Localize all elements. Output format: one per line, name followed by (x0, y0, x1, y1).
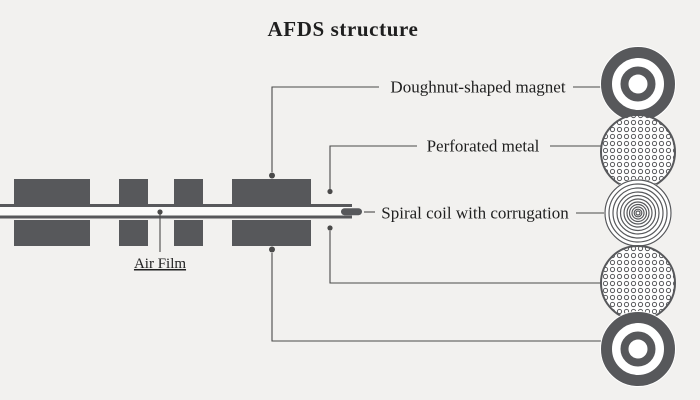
spiral-turn-3 (612, 187, 664, 239)
spiral-coil-strip (0, 204, 362, 219)
coil-strip-bottom-edge (0, 215, 352, 219)
label-spiral-coil: Spiral coil with corrugation (381, 204, 569, 223)
magnet-block-top-1 (14, 179, 90, 205)
leader-perforated-left (329, 145, 417, 189)
cross-section-stack (600, 46, 676, 387)
magnet-block-top-2 (119, 179, 148, 205)
magnet-block-top-4 (232, 179, 311, 205)
magnet-block-bottom-1 (14, 220, 90, 246)
leader-dot-perforated-bottom (327, 225, 333, 231)
spiral-disc-base (604, 179, 672, 247)
magnet-block-top-3 (174, 179, 203, 205)
leader-perforated-lower (329, 231, 601, 284)
magnet-block-bottom-4 (232, 220, 311, 246)
spiral-turn-8 (628, 203, 648, 223)
spiral-turn-6 (623, 198, 653, 228)
leader-dot-perforated-top (327, 188, 333, 195)
perforated-disc-lower (600, 245, 676, 321)
leader-dot-top-magnet (269, 172, 275, 179)
spiral-turn-10 (633, 208, 643, 218)
doughnut-ring-bottom (600, 311, 676, 387)
ring-bottom-inner-band (620, 331, 656, 367)
spiral-turn-9 (631, 206, 645, 220)
leader-dot-air-film (157, 209, 163, 215)
air-film-gap (0, 207, 352, 216)
spiral-turn-2 (608, 183, 668, 243)
ring-bottom-outer-band (601, 312, 675, 386)
perforated-disc-upper (600, 114, 676, 190)
label-air-film: Air Film (134, 256, 186, 272)
doughnut-ring-top (600, 46, 676, 122)
magnet-assembly (14, 179, 311, 246)
spiral-disc (604, 179, 672, 247)
leader-dot-bottom-magnet (269, 246, 275, 253)
magnet-block-bottom-2 (119, 220, 148, 246)
coil-tip (341, 208, 362, 216)
perforated-lower-holes (600, 245, 676, 321)
magnet-block-bottom-3 (174, 220, 203, 246)
leader-doughnut-magnet-left (271, 86, 379, 172)
spiral-turn-7 (626, 201, 650, 225)
ring-top-inner-band (620, 66, 656, 102)
diagram-title: AFDS structure (268, 17, 419, 41)
spiral-turn-5 (619, 194, 657, 232)
leader-lines (157, 86, 605, 342)
spiral-turn-11 (635, 210, 641, 216)
spiral-turn-4 (616, 191, 660, 235)
label-doughnut-magnet: Doughnut-shaped magnet (390, 78, 565, 97)
perforated-upper-holes (600, 114, 676, 190)
label-perforated-metal: Perforated metal (427, 137, 540, 156)
leader-bottom-magnet (271, 253, 601, 342)
coil-strip-top-edge (0, 204, 352, 207)
